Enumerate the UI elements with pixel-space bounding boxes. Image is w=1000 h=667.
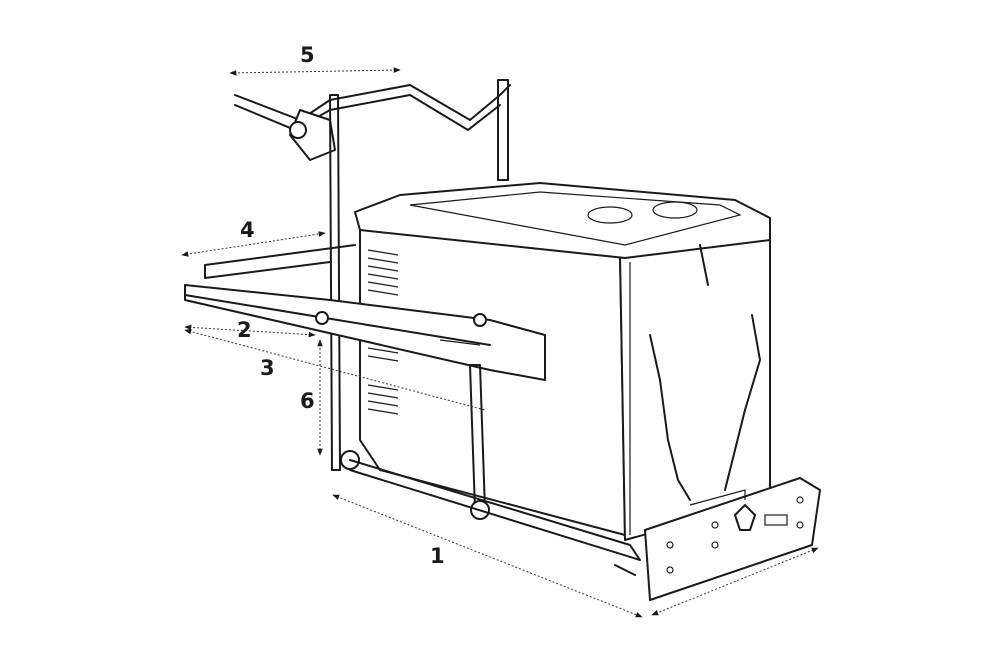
dimension-lines: [181, 67, 819, 618]
dimension-label-6: 6: [300, 389, 315, 413]
waste-bin: [354, 182, 771, 541]
top-handle-frame: [234, 79, 511, 471]
dimension-label-1: 1: [430, 544, 445, 568]
dimension-label-3: 3: [260, 356, 275, 380]
dimension-label-2: 2: [237, 318, 252, 342]
dimension-label-4: 4: [240, 218, 255, 242]
dimension-label-5: 5: [300, 43, 315, 67]
